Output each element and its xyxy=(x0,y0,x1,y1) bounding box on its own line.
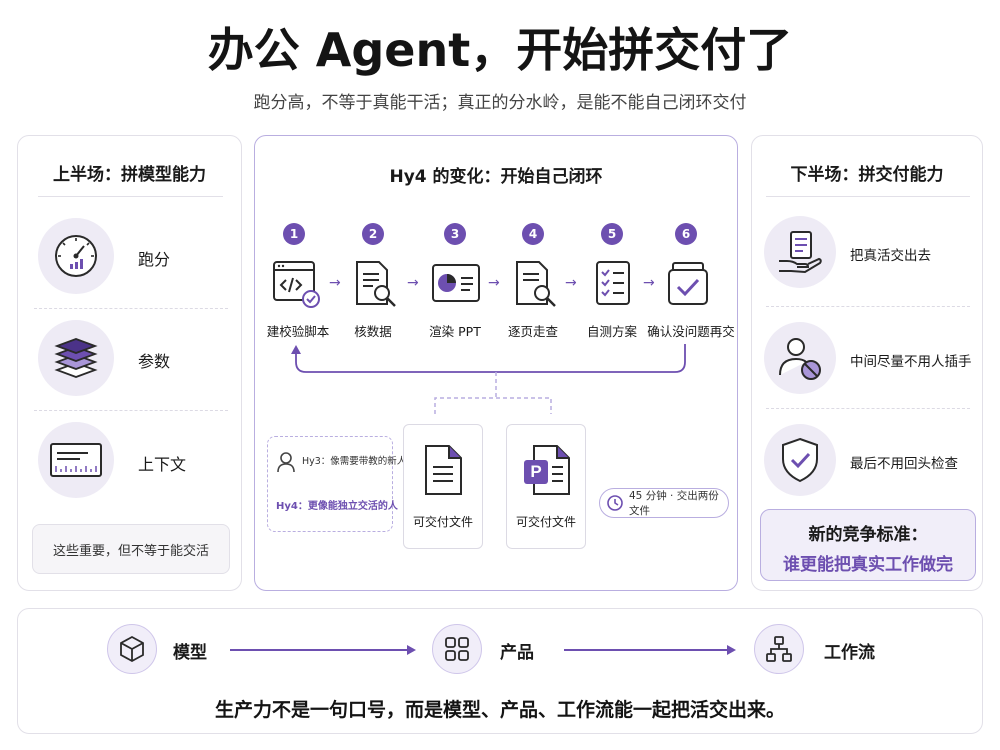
divider xyxy=(34,410,228,411)
left-item-label: 参数 xyxy=(138,352,171,371)
layers-icon xyxy=(38,320,114,396)
step-label: 逐页走查 xyxy=(507,324,558,339)
left-note: 这些重要，但不等于能交活 xyxy=(32,524,230,574)
arrow-right-icon: → xyxy=(643,275,655,291)
step-number: 3 xyxy=(444,223,466,245)
step-label: 确认没问题再交 xyxy=(647,324,735,339)
right-item-label: 中间尽量不用人插手 xyxy=(850,354,972,370)
flow-label-product: 产品 xyxy=(500,643,534,663)
hand-document-icon xyxy=(764,216,836,288)
left-panel-title: 上半场：拼模型能力 xyxy=(53,165,206,185)
ruler-window-icon xyxy=(38,422,114,498)
document-icon xyxy=(425,445,462,495)
divider xyxy=(766,408,970,409)
left-item-label: 跑分 xyxy=(138,250,171,269)
standard-heading: 新的竞争标准： xyxy=(808,525,928,545)
powerpoint-icon xyxy=(524,445,570,495)
flow-label-model: 模型 xyxy=(173,643,207,663)
step-number: 5 xyxy=(601,223,623,245)
deliverable-label: 可交付文件 xyxy=(412,515,473,529)
divider xyxy=(766,306,970,307)
time-note-text: 45 分钟 · 交出两份文件 xyxy=(629,490,719,517)
deliverable-label: 可交付文件 xyxy=(515,515,576,529)
person-icon xyxy=(277,452,295,473)
deliverable-card: 可交付文件 xyxy=(403,424,483,549)
step-label: 自测方案 xyxy=(586,324,637,339)
cube-icon xyxy=(107,624,157,674)
grid-icon xyxy=(432,624,482,674)
divider xyxy=(38,196,223,197)
flow-arrow-line xyxy=(564,649,728,651)
step-number: 2 xyxy=(362,223,384,245)
hy3-text: Hy3：像需要带教的新人 xyxy=(302,456,407,467)
time-note: 45 分钟 · 交出两份文件 xyxy=(599,488,729,518)
middle-panel: Hy4 的变化：开始自己闭环 1 2 3 4 5 6 xyxy=(254,135,738,591)
divider xyxy=(766,196,970,197)
page-subtitle: 跑分高，不等于真能干活；真正的分水岭，是能不能自己闭环交付 xyxy=(253,93,747,113)
page-search-icon xyxy=(516,261,556,307)
arrow-right-icon: → xyxy=(565,275,577,291)
standard-statement: 谁更能把真实工作做完 xyxy=(783,555,953,575)
step-label: 建校验脚本 xyxy=(266,324,330,339)
checklist-icon xyxy=(596,261,630,305)
arrow-right-icon: → xyxy=(329,275,341,291)
flow-arrow-head xyxy=(407,644,416,655)
divider xyxy=(34,308,228,309)
code-window-icon xyxy=(273,261,320,308)
shield-check-icon xyxy=(764,424,836,496)
gauge-icon xyxy=(38,218,114,294)
slides-chart-icon xyxy=(432,264,480,302)
step-number: 4 xyxy=(522,223,544,245)
checked-box-icon xyxy=(668,262,708,305)
workflow-icon xyxy=(754,624,804,674)
right-item-label: 最后不用回头检查 xyxy=(850,456,958,472)
right-item-label: 把真活交出去 xyxy=(850,248,931,264)
left-item-label: 上下文 xyxy=(138,455,187,474)
flow-label-workflow: 工作流 xyxy=(824,643,875,663)
right-panel: 下半场：拼交付能力 把真活交出去 中间尽量不用人插手 最后不用回头检查 新的竞争… xyxy=(751,135,983,591)
step-label: 渲染 PPT xyxy=(429,324,481,339)
right-panel-title: 下半场：拼交付能力 xyxy=(790,165,944,185)
flow-arrow-head xyxy=(727,644,736,655)
step-number: 6 xyxy=(675,223,697,245)
slogan: 生产力不是一句口号，而是模型、产品、工作流能一起把活交出来。 xyxy=(214,699,785,721)
loop-back-arrow xyxy=(291,344,686,414)
hy-comparison-box: Hy3：像需要带教的新人 Hy4：更像能独立交活的人 xyxy=(267,436,406,532)
new-standard-box: 新的竞争标准： 谁更能把真实工作做完 xyxy=(760,509,976,581)
clock-icon xyxy=(607,495,623,511)
middle-panel-title: Hy4 的变化：开始自己闭环 xyxy=(389,167,603,187)
hy4-text: Hy4：更像能独立交活的人 xyxy=(276,501,398,512)
document-search-icon xyxy=(356,261,396,307)
page-title: 办公 Agent，开始拼交付了 xyxy=(207,23,793,77)
bottom-panel: 模型 产品 工作流 生产力不是一句口号，而是模型、产品、工作流能一起把活交出来。 xyxy=(17,608,983,734)
step-label: 核数据 xyxy=(354,324,392,339)
powerpoint-letter: P xyxy=(530,462,542,481)
left-panel: 上半场：拼模型能力 跑分 参数 xyxy=(17,135,242,591)
step-number: 1 xyxy=(283,223,305,245)
arrow-right-icon: → xyxy=(407,275,419,291)
arrow-right-icon: → xyxy=(488,275,500,291)
user-block-icon xyxy=(764,322,836,394)
deliverable-card: P 可交付文件 xyxy=(506,424,586,549)
flow-arrow-line xyxy=(230,649,408,651)
